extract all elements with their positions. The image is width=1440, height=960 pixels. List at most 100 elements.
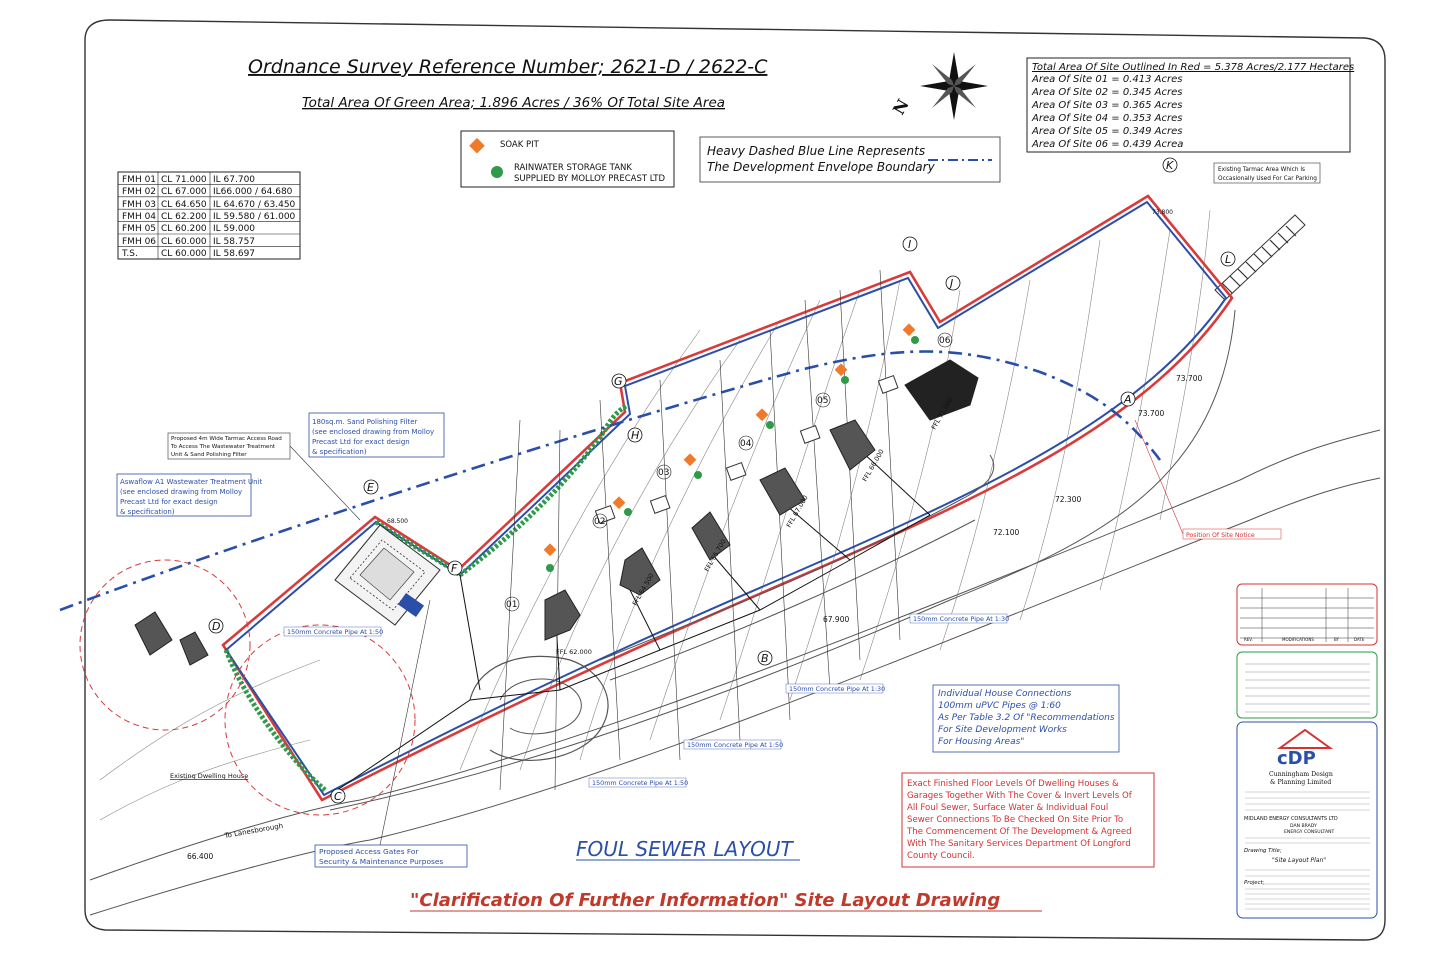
soak-pit-icon — [469, 137, 485, 154]
level-labels: 73.700 73.700 72.100 72.300 67.900 66.40… — [187, 209, 1202, 861]
road-edges — [89, 309, 1381, 916]
storage-tanks — [546, 336, 919, 572]
mh-row-5-il: IL 59.000 — [213, 224, 255, 234]
level-6: 66.400 — [187, 852, 213, 861]
svg-text:N: N — [889, 96, 913, 118]
project-label: Project; — [1244, 880, 1265, 886]
treatment-unit — [397, 592, 425, 618]
floor-levels-5: The Commencement Of The Development & Ag… — [906, 827, 1132, 837]
os-reference: Ordnance Survey Reference Number; 2621-D… — [248, 56, 768, 78]
green-area-total: Total Area Of Green Area; 1.896 Acres / … — [302, 95, 725, 111]
turning-circle — [469, 655, 609, 761]
mh-row-6-il: IL 58.757 — [213, 237, 255, 247]
site-area-04: Area Of Site 04 = 0.353 Acres — [1031, 113, 1182, 124]
legend-tank-2: SUPPLIED BY MOLLOY PRECAST LTD — [514, 174, 666, 184]
mh-row-4-il: IL 59.580 / 61.000 — [213, 212, 296, 222]
level-5: 67.900 — [823, 615, 849, 624]
access-gates-2: Security & Maintenance Purposes — [319, 857, 443, 866]
point-f: F — [451, 562, 458, 575]
envelope-note: Heavy Dashed Blue Line Represents The De… — [699, 136, 1001, 183]
site-area-05: Area Of Site 05 = 0.349 Acres — [1031, 126, 1182, 137]
sand-filter-note-2: (see enclosed drawing from Molloy — [312, 428, 434, 436]
ffl-labels: FFL 62.000 FFL 64.500 FFL 65.700 FFL 67.… — [556, 396, 955, 656]
site-number-01: 01 — [506, 600, 517, 610]
manhole-table: FMH 01 CL 71.000 IL 67.700 FMH 02 CL 67.… — [117, 171, 301, 260]
access-road-note-1: Proposed 4m Wide Tarmac Access Road — [171, 436, 282, 442]
floor-levels-3: All Foul Sewer, Surface Water & Individu… — [907, 803, 1108, 813]
access-road-note-2: To Access The Wastewater Treatment — [170, 444, 276, 450]
house-connections-1: Individual House Connections — [938, 689, 1072, 699]
aswaflow-note-3: Precast Ltd for exact design — [120, 498, 218, 506]
title-block: REV. MODIFICATIONS BY DATE cDP Cunningha… — [1236, 583, 1378, 919]
company-logo-roof-icon — [1276, 728, 1334, 749]
floor-levels-1: Exact Finished Floor Levels Of Dwelling … — [907, 779, 1119, 789]
mh-row-6-id: FMH 06 — [122, 237, 156, 247]
aswaflow-note: Aswaflow A1 Wastewater Treatment Unit (s… — [116, 473, 263, 517]
house-04 — [759, 467, 806, 516]
access-gates-note: Proposed Access Gates For Security & Mai… — [314, 599, 468, 868]
house-02 — [619, 547, 661, 596]
site-notice-text: Position Of Site Notice — [1186, 532, 1255, 539]
existing-dwelling-label: Existing Dwelling House — [170, 772, 248, 780]
existing-house-1 — [134, 611, 173, 656]
aswaflow-note-4: & specification) — [120, 508, 175, 516]
mh-row-4-id: FMH 04 — [122, 212, 156, 222]
point-h: H — [631, 429, 639, 442]
legend-tank-1: RAINWATER STORAGE TANK — [514, 163, 632, 173]
company-name-2: & Planning Limited — [1270, 779, 1331, 786]
mh-row-3-id: FMH 03 — [122, 200, 156, 210]
point-k: K — [1166, 159, 1174, 172]
turning-circle-inner — [499, 678, 582, 735]
site-number-05: 05 — [817, 396, 828, 406]
mh-row-2-id: FMH 02 — [122, 187, 156, 197]
existing-house-2 — [179, 631, 209, 666]
point-b: B — [761, 652, 769, 665]
point-i: I — [908, 238, 911, 251]
section-lines — [499, 269, 901, 791]
floor-levels-2: Garages Together With The Cover & Invert… — [907, 791, 1133, 801]
site-number-06: 06 — [939, 336, 951, 346]
mh-row-4-cl: CL 62.200 — [161, 212, 207, 222]
aswaflow-note-1: Aswaflow A1 Wastewater Treatment Unit — [120, 478, 263, 486]
site-area-03: Area Of Site 03 = 0.365 Acres — [1031, 100, 1182, 111]
tarmac-note-2: Occasionally Used For Car Parking — [1218, 176, 1317, 182]
site-number-03: 03 — [658, 468, 669, 478]
envelope-note-1: Heavy Dashed Blue Line Represents — [707, 144, 925, 158]
mh-row-3-il: IL 64.670 / 63.450 — [213, 200, 296, 210]
pipe-label-5: 150mm Concrete Pipe At 1:50 — [592, 779, 688, 787]
site-total-area: Total Area Of Site Outlined In Red = 5.3… — [1032, 62, 1354, 73]
point-e: E — [367, 481, 374, 494]
level-3: 72.100 — [993, 528, 1019, 537]
mh-row-6-cl: CL 60.000 — [161, 237, 207, 247]
access-road-note-3: Unit & Sand Polishing Filter — [171, 452, 247, 458]
floor-levels-4: Sewer Connections To Be Checked On Site … — [907, 815, 1123, 825]
house-connections-2: 100mm uPVC Pipes @ 1:60 — [938, 701, 1061, 711]
mh-row-7-cl: CL 60.000 — [161, 249, 207, 259]
pipe-label-4: 150mm Concrete Pipe At 1:50 — [687, 741, 783, 749]
date-header: DATE — [1354, 637, 1365, 642]
site-area-01: Area Of Site 01 = 0.413 Acres — [1031, 74, 1182, 85]
level-7: 73.800 — [1152, 209, 1173, 216]
sand-filter-note-1: 180sq.m. Sand Polishing Filter — [312, 418, 418, 426]
envelope-note-2: The Development Envelope Boundary — [707, 160, 936, 174]
site-boundary-blue — [224, 200, 1228, 797]
foul-sewer-title: FOUL SEWER LAYOUT — [576, 837, 794, 861]
floor-levels-7: County Council. — [907, 851, 975, 861]
house-03 — [691, 511, 731, 561]
mh-row-7-id: T.S. — [121, 249, 138, 259]
tarmac-note: Existing Tarmac Area Which Is Occasional… — [1213, 162, 1321, 184]
point-c: C — [334, 790, 342, 803]
house-05 — [829, 419, 876, 471]
mh-row-2-il: IL66.000 / 64.680 — [213, 187, 293, 197]
pipe-labels: 150mm Concrete Pipe At 1:50 150mm Concre… — [283, 613, 1009, 788]
consultant-role: ENERGY CONSULTANT — [1284, 829, 1335, 835]
point-j: J — [948, 277, 953, 290]
by-header: BY — [1334, 637, 1340, 642]
mh-row-1-id: FMH 01 — [122, 175, 156, 185]
point-a: A — [1123, 393, 1132, 406]
site-numbers: 01 02 03 04 05 06 — [504, 332, 953, 612]
estate-road — [599, 454, 995, 681]
level-1: 73.700 — [1176, 374, 1202, 383]
drawing-title: "Clarification Of Further Information" S… — [410, 890, 1000, 911]
site-area-06: Area Of Site 06 = 0.439 Acrea — [1031, 139, 1183, 150]
